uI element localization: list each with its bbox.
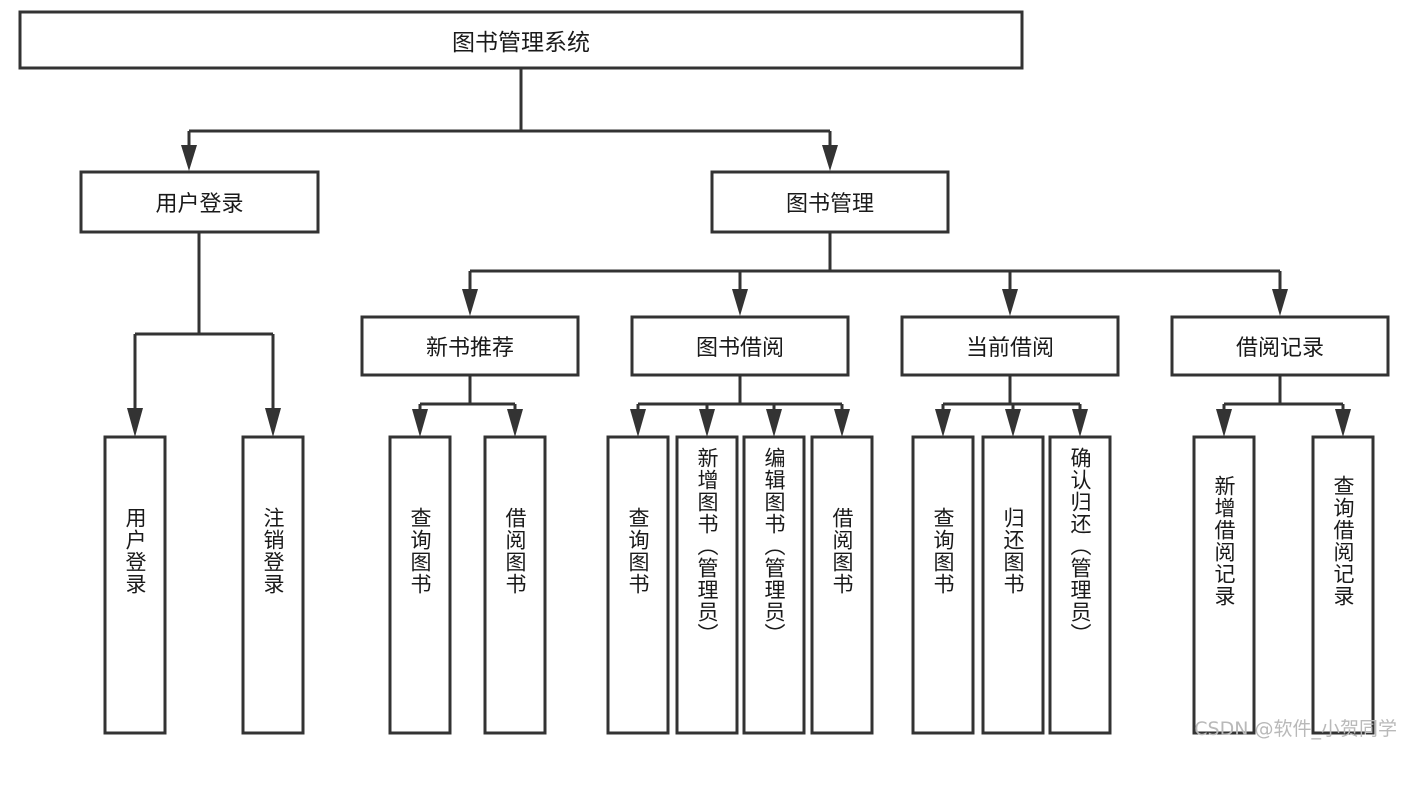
arrow-head-newbook-2 <box>507 409 523 437</box>
arrow-head-currentborrow-2 <box>1005 409 1021 437</box>
diagram-svg <box>18 10 1390 735</box>
arrow-head-newbook-1 <box>412 409 428 437</box>
node-box-leaf-current-borrow-1[interactable] <box>981 435 1045 735</box>
edges-newbook-to-leaves <box>412 376 523 437</box>
edges-bookborrow-to-leaves <box>630 376 850 437</box>
arrow-head-borrowrecord-2 <box>1335 409 1351 437</box>
node-box-leaf-book-borrow-3[interactable] <box>810 435 874 735</box>
arrow-head-userlogin-1 <box>127 408 143 437</box>
node-box-current-borrow[interactable] <box>900 315 1120 377</box>
node-box-new-book-recommend[interactable] <box>360 315 580 377</box>
node-box-leaf-new-book-0[interactable] <box>388 435 452 735</box>
arrow-head-books-4 <box>1272 289 1288 316</box>
edges-borrowrecord-to-leaves <box>1216 376 1351 437</box>
node-box-leaf-borrow-record-1[interactable] <box>1311 435 1375 735</box>
arrow-head-root-2 <box>822 145 838 171</box>
node-box-book-management[interactable] <box>710 170 950 234</box>
diagram-canvas: 图书管理系统 用户登录 图书管理 新书推荐 图书借阅 当前借阅 借阅记录 用户登… <box>18 10 1397 740</box>
arrow-head-books-1 <box>462 289 478 316</box>
node-box-leaf-user-login-1[interactable] <box>241 435 305 735</box>
node-box-root[interactable] <box>18 10 1024 70</box>
node-box-borrow-record[interactable] <box>1170 315 1390 377</box>
node-box-leaf-book-borrow-0[interactable] <box>606 435 670 735</box>
node-box-leaf-current-borrow-0[interactable] <box>911 435 975 735</box>
edges-books-to-level3 <box>462 232 1288 316</box>
edges-userlogin-to-leaves <box>127 232 281 437</box>
arrow-head-books-3 <box>1002 289 1018 316</box>
arrow-head-currentborrow-1 <box>935 409 951 437</box>
arrow-head-bookborrow-4 <box>834 409 850 437</box>
node-box-leaf-borrow-record-0[interactable] <box>1192 435 1256 735</box>
arrow-head-bookborrow-3 <box>766 409 782 437</box>
node-box-leaf-book-borrow-2[interactable] <box>742 435 806 735</box>
node-box-leaf-book-borrow-1[interactable] <box>675 435 739 735</box>
node-box-leaf-user-login-0[interactable] <box>103 435 167 735</box>
node-box-leaf-current-borrow-2[interactable] <box>1048 435 1112 735</box>
node-box-book-borrow[interactable] <box>630 315 850 377</box>
edges-root-to-level2 <box>181 68 838 171</box>
arrow-head-root-1 <box>181 145 197 171</box>
arrow-head-bookborrow-1 <box>630 409 646 437</box>
arrow-head-borrowrecord-1 <box>1216 409 1232 437</box>
node-box-leaf-new-book-1[interactable] <box>483 435 547 735</box>
arrow-head-bookborrow-2 <box>699 409 715 437</box>
arrow-head-books-2 <box>732 289 748 316</box>
arrow-head-userlogin-2 <box>265 408 281 437</box>
edges-currentborrow-to-leaves <box>935 376 1088 437</box>
node-box-user-login[interactable] <box>79 170 320 234</box>
arrow-head-currentborrow-3 <box>1072 409 1088 437</box>
